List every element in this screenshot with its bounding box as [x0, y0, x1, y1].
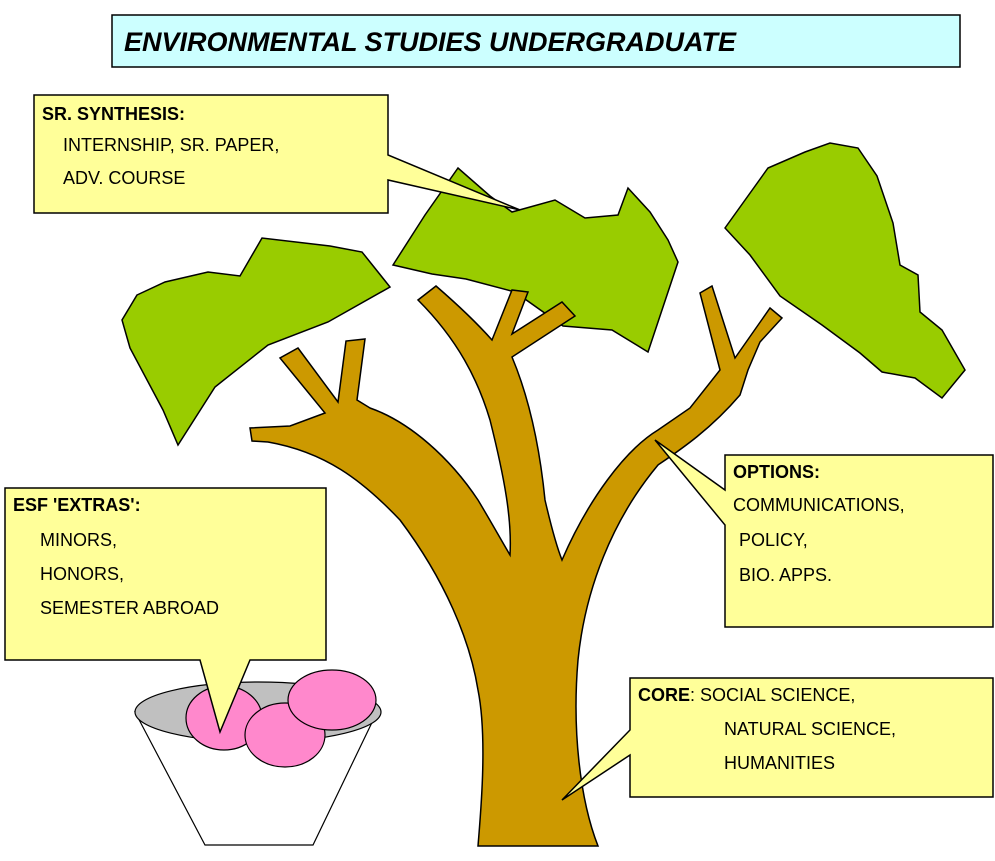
synthesis-line-2: ADV. COURSE: [63, 168, 185, 188]
core-heading-line: CORE: SOCIAL SCIENCE,: [638, 685, 855, 705]
core-line-1: NATURAL SCIENCE,: [724, 719, 896, 739]
tree-canopy: [121, 142, 966, 447]
extras-line-1: MINORS,: [40, 530, 117, 550]
page-title: ENVIRONMENTAL STUDIES UNDERGRADUATE: [124, 27, 737, 57]
callout-extras-bubble: [4, 487, 327, 735]
options-heading: OPTIONS:: [733, 462, 820, 482]
callout-extras: ESF 'EXTRAS': MINORS, HONORS, SEMESTER A…: [4, 487, 327, 735]
callout-core-bubble: [561, 677, 994, 801]
core-line-2: HUMANITIES: [724, 753, 835, 773]
leaf-left: [121, 237, 392, 447]
callout-options: OPTIONS: COMMUNICATIONS, POLICY, BIO. AP…: [654, 439, 994, 628]
flower-right: [287, 669, 377, 731]
callout-synthesis-bubble: [33, 94, 521, 214]
options-line-1: COMMUNICATIONS,: [733, 495, 905, 515]
extras-heading: ESF 'EXTRAS':: [13, 495, 141, 515]
callout-core: CORE: SOCIAL SCIENCE, NATURAL SCIENCE, H…: [561, 677, 994, 801]
callout-options-bubble: [654, 439, 994, 628]
title-background: [111, 14, 961, 68]
synthesis-heading: SR. SYNTHESIS:: [42, 104, 185, 124]
leaf-right: [724, 142, 966, 400]
options-line-3: BIO. APPS.: [739, 565, 832, 585]
extras-line-2: HONORS,: [40, 564, 124, 584]
basket-with-flowers: [134, 669, 382, 846]
synthesis-line-1: INTERNSHIP, SR. PAPER,: [63, 135, 279, 155]
callout-synthesis: SR. SYNTHESIS: INTERNSHIP, SR. PAPER, AD…: [33, 94, 521, 214]
title-box: ENVIRONMENTAL STUDIES UNDERGRADUATE: [111, 14, 961, 68]
core-heading: CORE: [638, 685, 690, 705]
extras-line-3: SEMESTER ABROAD: [40, 598, 219, 618]
options-line-2: POLICY,: [739, 530, 808, 550]
core-heading-suffix: : SOCIAL SCIENCE,: [690, 685, 855, 705]
